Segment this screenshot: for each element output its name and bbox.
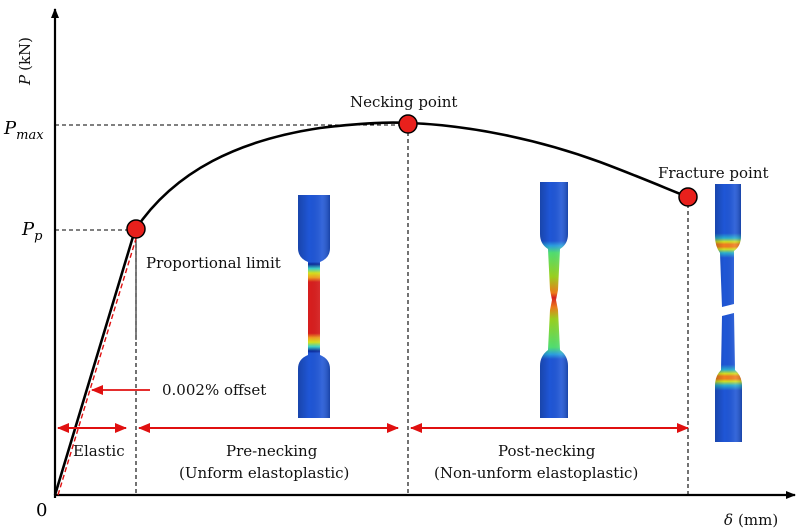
fracture-point-marker [678,187,698,207]
guide-lines [55,124,689,495]
proportional-limit-label: Proportional limit [146,254,281,272]
pmax-tick-label: Pmax [3,118,44,143]
post-necking-sublabel: (Non-unform elastoplastic) [434,464,638,482]
pre-necking-sublabel: (Unform elastoplastic) [179,464,349,482]
offset-line [57,231,139,496]
pre-necking-label: Pre-necking [226,442,318,460]
post-necking-label: Post-necking [498,442,596,460]
offset-label: 0.002% offset [162,381,266,399]
load-curve [53,121,689,496]
necking-point-label: Necking point [350,93,457,111]
specimen-post-necking-image [540,182,568,418]
specimen-pre-necking-image [298,195,330,418]
pp-tick-label: Pp [21,219,43,244]
origin-label: 0 [36,500,47,521]
x-axis-label: δ(mm) [724,511,778,529]
proportional-limit-marker [126,219,146,239]
specimen-fractured-image [715,184,742,442]
necking-point-marker [398,114,418,134]
fracture-point-label: Fracture point [658,164,769,182]
elastic-label: Elastic [73,442,125,460]
y-axis-label: P(kN) [16,37,34,86]
